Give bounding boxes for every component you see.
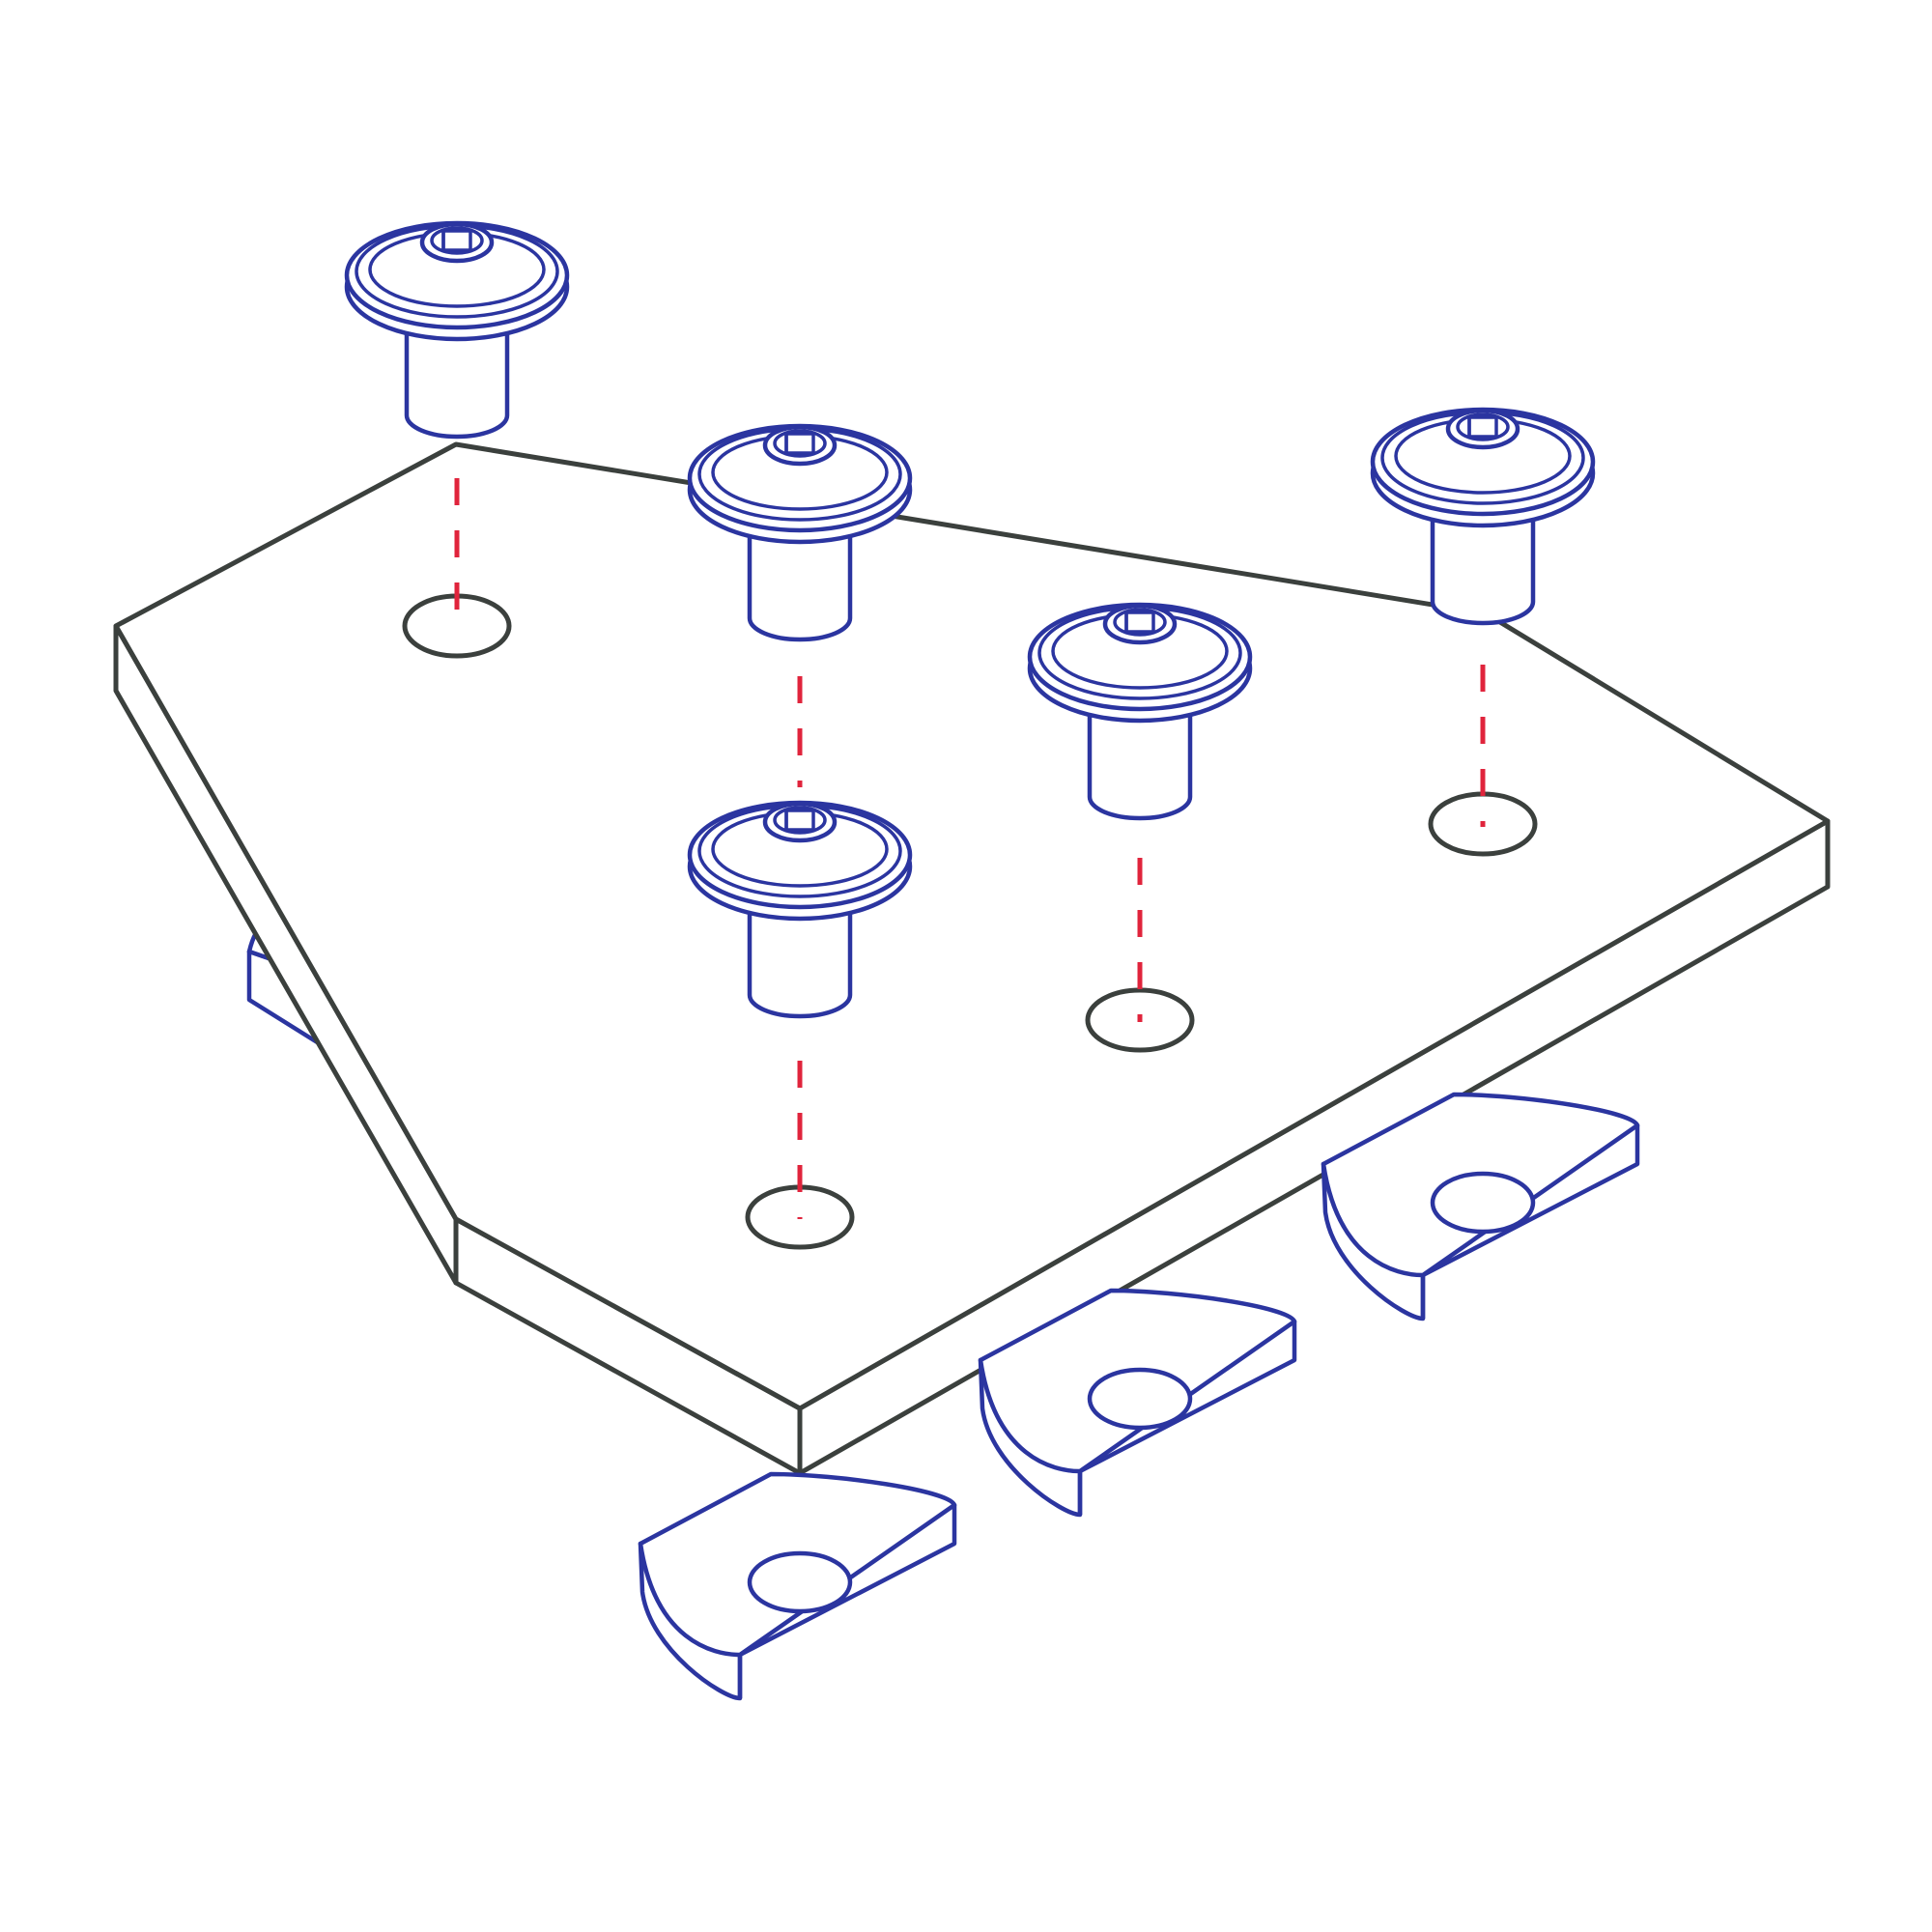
t-nut-front [640, 1474, 954, 1698]
screw-2 [1373, 410, 1593, 623]
mounting-plate [113, 441, 1831, 1476]
screw-1 [347, 223, 567, 437]
